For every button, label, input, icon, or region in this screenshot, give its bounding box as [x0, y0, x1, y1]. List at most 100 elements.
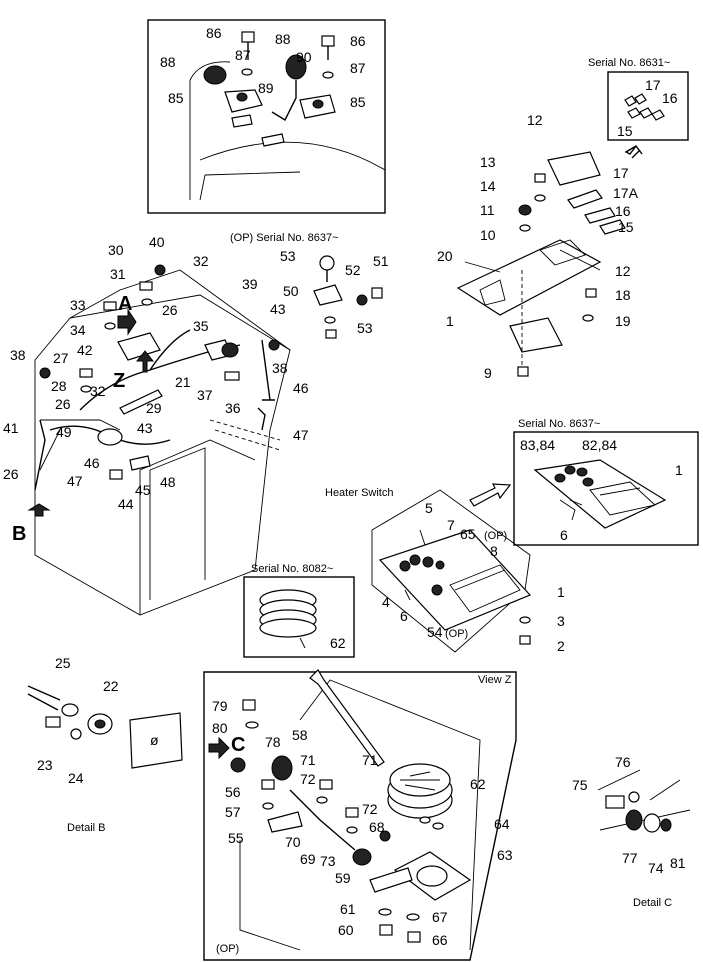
callout: 67: [432, 909, 448, 925]
callout: 47: [67, 473, 83, 489]
callout: 58: [292, 727, 308, 743]
bottom-assembly: C: [203, 669, 517, 961]
callout: 11: [480, 202, 495, 218]
callout: 57: [225, 804, 241, 820]
callout: 88: [160, 54, 176, 70]
callout: 79: [212, 698, 228, 714]
op-bottom-caption: (OP): [216, 943, 239, 955]
callout: 70: [285, 834, 301, 850]
serial-8082-caption: Serial No. 8082~: [251, 563, 333, 575]
callout: 53: [357, 320, 373, 336]
callout: 77: [622, 850, 638, 866]
callout: 13: [480, 154, 496, 170]
callout: 8: [490, 543, 498, 559]
callout: 29: [146, 400, 162, 416]
callout: 35: [193, 318, 209, 334]
callout: 23: [37, 757, 53, 773]
view-letter-c: C: [231, 734, 245, 756]
callout: 62: [470, 776, 486, 792]
callout: 9: [484, 365, 492, 381]
callout: 86: [350, 33, 366, 49]
callout: 15: [617, 123, 633, 139]
callout: 62: [330, 635, 346, 651]
top-box-callouts: 86 87 88 85 88 90 89 86 87 85: [160, 25, 366, 110]
op-serial-8637-caption: (OP) Serial No. 8637~: [230, 232, 339, 244]
callout: 45: [135, 482, 151, 498]
callout: 82,84: [582, 437, 617, 453]
callout: 12: [527, 112, 543, 128]
callout: 4: [382, 594, 390, 610]
callout: 5: [425, 500, 433, 516]
callout: 72: [300, 771, 316, 787]
callout: 60: [338, 922, 354, 938]
callout: 43: [270, 301, 286, 317]
callout: 37: [197, 387, 213, 403]
callout: 85: [350, 94, 366, 110]
callout: 44: [118, 496, 134, 512]
callout: 72: [362, 801, 378, 817]
callout: 25: [55, 655, 71, 671]
callout: 43: [137, 420, 153, 436]
callout: 85: [168, 90, 184, 106]
callout: 12: [615, 263, 631, 279]
callout: 87: [235, 47, 251, 63]
callout: 1: [557, 584, 565, 600]
callout: 46: [84, 455, 100, 471]
callout: 40: [149, 234, 165, 250]
callout: 50: [283, 283, 299, 299]
callout: 56: [225, 784, 241, 800]
panel-mark: ø: [150, 732, 159, 748]
callout: 39: [242, 276, 258, 292]
callout: 26: [3, 466, 19, 482]
callout: 1: [675, 462, 683, 478]
detail-b-caption: Detail B: [67, 822, 106, 834]
callout: 69: [300, 851, 316, 867]
callout: 32: [90, 383, 106, 399]
callout: 7: [447, 517, 455, 533]
callout: 49: [56, 424, 72, 440]
callout: 32: [193, 253, 209, 269]
serial-8637-box: 83,84 82,84 1 6: [513, 431, 699, 546]
callout: 17A: [613, 185, 639, 201]
callout: 2: [557, 638, 565, 654]
callout: 22: [103, 678, 119, 694]
callout: 73: [320, 853, 336, 869]
callout: 41: [3, 420, 19, 436]
plate-assembly: 12 13 14 11 10 17 17A 16 15 20 12 18 19 …: [437, 112, 639, 381]
view-letter-z: Z: [113, 370, 125, 392]
bottom-assembly-callouts: 79 80 78 58 71 72 56 57 55 70 71 72 62 6…: [212, 698, 513, 948]
callout: 36: [225, 400, 241, 416]
callout: 26: [162, 302, 178, 318]
callout: 76: [615, 754, 631, 770]
callout: 68: [369, 819, 385, 835]
callout: 75: [572, 777, 588, 793]
view-z-panel: 5 7 65 (OP) 8 4 6 1 3 54 (OP) 2: [371, 489, 565, 654]
callout: 64: [494, 816, 510, 832]
callout: 81: [670, 855, 686, 871]
serial-8637-caption: Serial No. 8637~: [518, 418, 600, 430]
callout: 31: [110, 266, 126, 282]
cab-harness: A Z B: [12, 255, 383, 616]
callout: 89: [258, 80, 274, 96]
callout: 17: [645, 77, 661, 93]
detail-c-caption: Detail C: [633, 897, 672, 909]
serial-8631-box: 17 16 15: [607, 71, 689, 159]
callout: 38: [10, 347, 26, 363]
callout: 71: [300, 752, 316, 768]
top-detail-box: [147, 19, 386, 214]
callout: 90: [296, 49, 312, 65]
callout: 65: [460, 526, 476, 542]
heater-switch-caption: Heater Switch: [325, 487, 393, 499]
callout: 51: [373, 253, 389, 269]
harness-callouts: 30 40 32 31 39 53 52 51 50 53 33 26 34 4…: [3, 234, 389, 512]
callout: 20: [437, 248, 453, 264]
callout: 16: [615, 203, 631, 219]
serial-8082-box: 62: [243, 576, 355, 658]
callout: 42: [77, 342, 93, 358]
callout: 66: [432, 932, 448, 948]
callout: 19: [615, 313, 631, 329]
callout: 87: [350, 60, 366, 76]
view-letter-a: A: [118, 293, 132, 315]
callout: 15: [618, 219, 634, 235]
direction-arrow: [469, 483, 512, 507]
